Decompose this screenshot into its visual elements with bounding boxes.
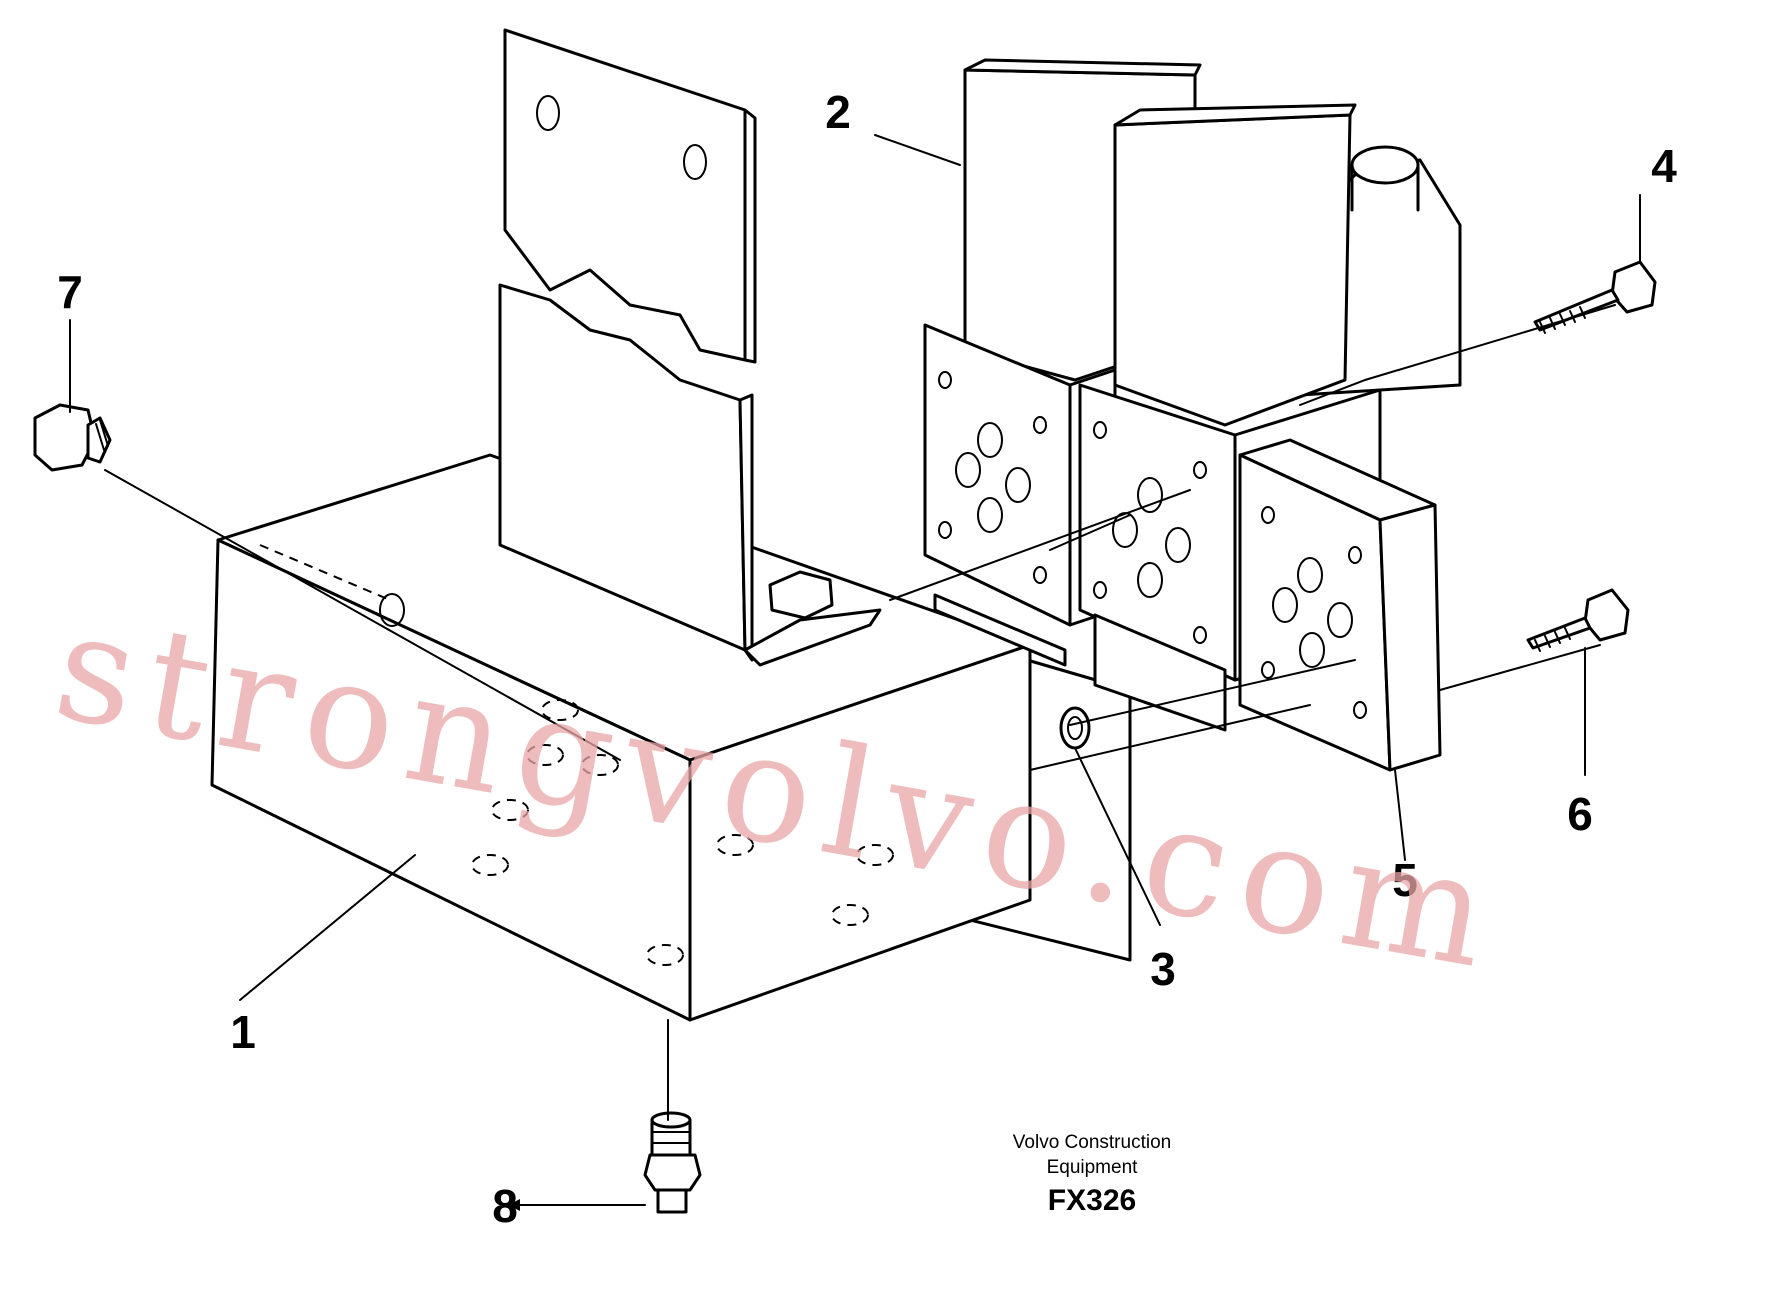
long-screw — [1533, 260, 1657, 334]
caption-line-1: Volvo Construction — [1013, 1132, 1171, 1153]
valve-block-base — [210, 453, 1132, 1022]
mounting-bracket — [498, 28, 882, 667]
short-screw — [1526, 588, 1630, 652]
leader-lines — [69, 134, 1641, 1211]
callout-8: 8 — [492, 1180, 518, 1232]
drawing-code: FX326 — [1048, 1184, 1136, 1217]
callout-7: 7 — [57, 266, 83, 318]
callout-3: 3 — [1150, 943, 1176, 995]
o-ring — [1059, 706, 1091, 750]
cover-plate — [1238, 438, 1442, 772]
callout-4: 4 — [1651, 140, 1677, 192]
callout-5: 5 — [1392, 854, 1418, 906]
callout-1: 1 — [230, 1006, 256, 1058]
callout-labels: 1 2 3 4 5 6 7 8 — [57, 86, 1677, 1232]
callout-2: 2 — [825, 86, 851, 138]
caption-line-2: Equipment — [1047, 1157, 1139, 1178]
callout-6: 6 — [1567, 788, 1593, 840]
nipple-fitting — [643, 1111, 702, 1214]
plug-fitting — [33, 403, 112, 472]
caption-block: Volvo Construction Equipment FX326 — [1013, 1132, 1171, 1217]
